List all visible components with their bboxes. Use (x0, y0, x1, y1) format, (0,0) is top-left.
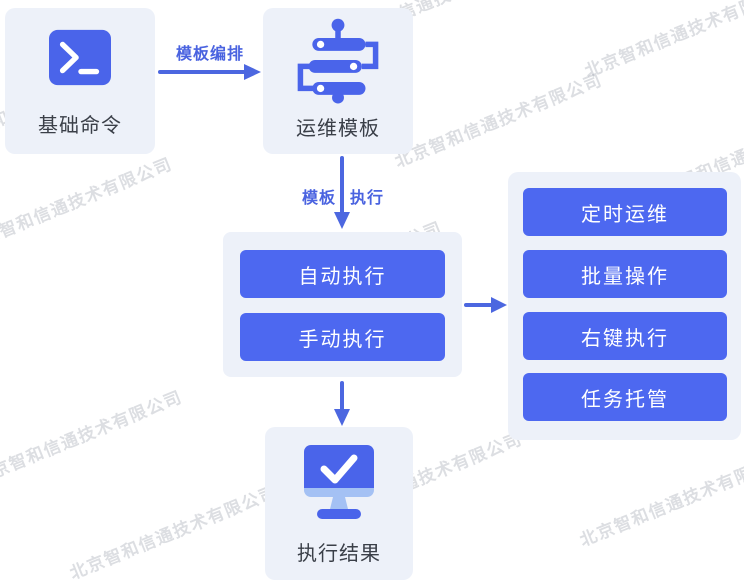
exec-mode-group: 自动执行 手动执行 (223, 232, 462, 377)
arrow-execute-label-left: 模板 (301, 190, 336, 207)
arrow-orchestrate-label: 模板编排 (175, 46, 244, 63)
watermark-text: 北京智和信通技术有限公司 (0, 154, 176, 256)
right-click-execute-button[interactable]: 右键执行 (523, 312, 727, 360)
arrow-execute-label-right: 执行 (350, 190, 385, 207)
terminal-icon (49, 29, 111, 87)
node-exec-result-label: 执行结果 (297, 543, 381, 565)
watermark-text: 北京智和信通技术有限公司 (577, 449, 744, 551)
monitor-check-icon (300, 443, 378, 527)
arrow-down-to-result (334, 381, 350, 426)
arrow-execute-label: 模板 执行 (283, 184, 403, 208)
node-ops-template: 运维模板 (263, 8, 413, 154)
watermark-text: 北京智和信通技术有限公司 (392, 70, 606, 172)
auto-execute-button[interactable]: 自动执行 (240, 250, 445, 298)
node-exec-result: 执行结果 (265, 427, 413, 580)
feature-group: 定时运维 批量操作 右键执行 任务托管 (508, 172, 741, 440)
batch-operation-button[interactable]: 批量操作 (523, 250, 727, 298)
node-basic-command: 基础命令 (5, 8, 155, 154)
watermark-text: 北京智和信通技术有限公司 (582, 0, 744, 82)
watermark-text: 北京智和信通技术有限公司 (0, 387, 186, 489)
scheduled-ops-button[interactable]: 定时运维 (523, 188, 727, 236)
arrow-right-orchestrate (158, 64, 261, 80)
manual-execute-button[interactable]: 手动执行 (240, 313, 445, 361)
node-basic-command-label: 基础命令 (38, 115, 122, 137)
watermark-text: 北京智和信通技术有限公司 (67, 482, 281, 583)
pipeline-icon (294, 16, 382, 104)
arrow-down-execute (334, 156, 350, 229)
task-hosting-button[interactable]: 任务托管 (523, 373, 727, 421)
node-ops-template-label: 运维模板 (296, 118, 380, 140)
arrow-right-to-features (464, 297, 507, 313)
